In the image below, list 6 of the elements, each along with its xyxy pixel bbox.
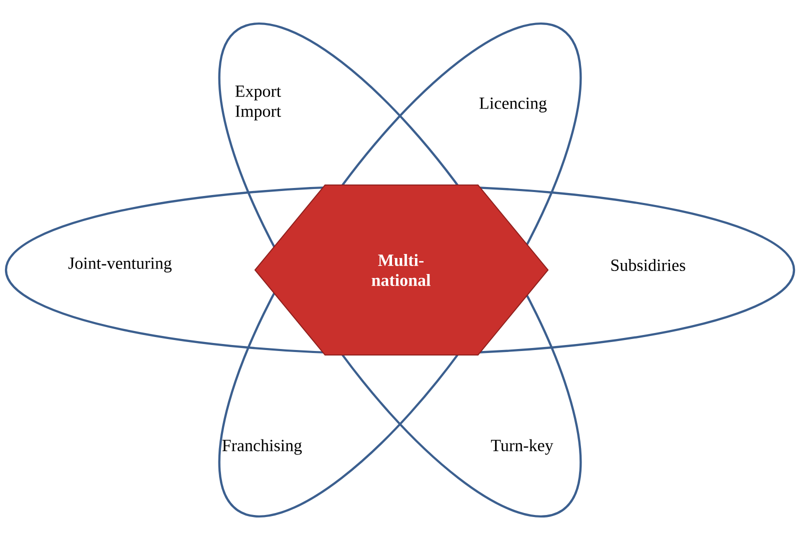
- ellipse-label: Licencing: [480, 98, 547, 112]
- ellipse-label: Subsidiries: [611, 259, 686, 271]
- ellipse-label: Franchising: [222, 439, 302, 455]
- ellipse-label: Turn-key: [491, 439, 554, 455]
- ellipse-label: Joint-venturing: [68, 258, 172, 272]
- ellipse-label: Export Import: [235, 86, 282, 120]
